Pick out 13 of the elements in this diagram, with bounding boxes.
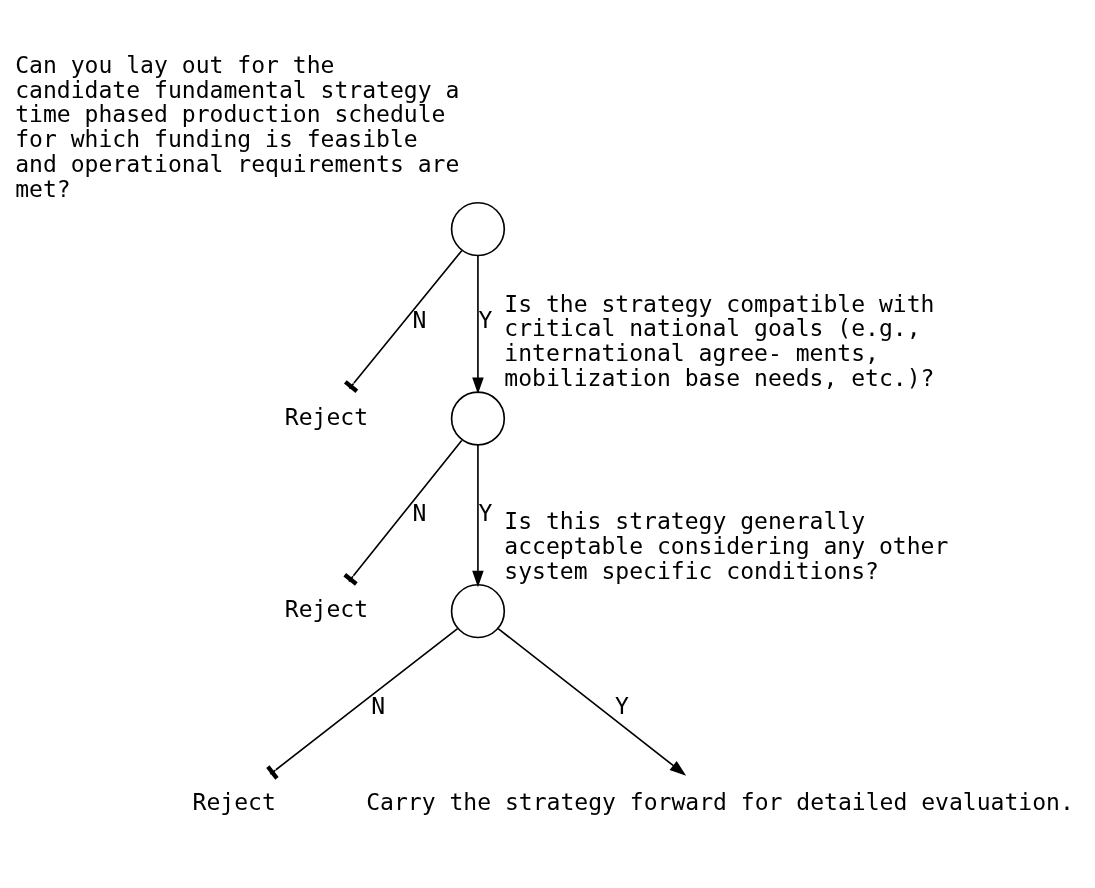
node-text: Reject <box>284 403 369 430</box>
node-label: Is this strategy generally acceptable considering any other system specific conditions? <box>504 508 949 584</box>
node-text: Carry the strategy forward for detailed evaluation. <box>366 788 1074 815</box>
edge-label: Y <box>478 307 493 334</box>
edge-label: N <box>412 307 427 334</box>
node-label: Is the strategy compatible with critical national goals (e.g., international agree- ments, mobilization base needs, etc.)? <box>504 290 935 391</box>
node-label: Can you lay out for the candidate fundamental strategy a time phased production schedule for which funding is feasible and operational requirements are met? <box>15 52 460 202</box>
node-text: Reject <box>284 596 369 623</box>
edge-label: N <box>412 499 427 526</box>
edge-label: Y <box>478 499 493 526</box>
edge-label: N <box>371 692 386 719</box>
node-text: Reject <box>192 788 276 815</box>
edge-label: Y <box>615 692 629 719</box>
